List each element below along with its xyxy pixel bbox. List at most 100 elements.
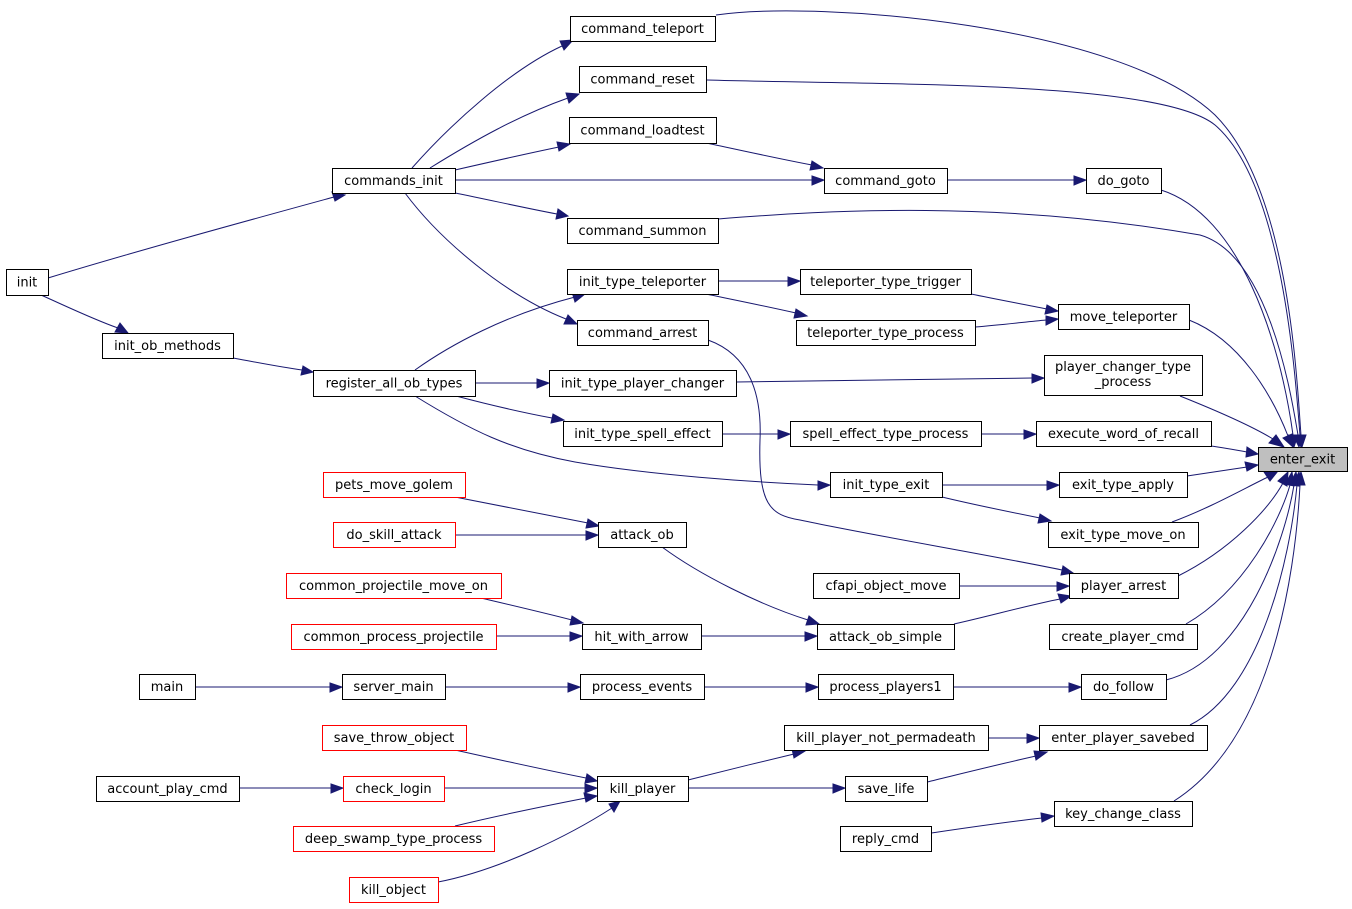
node-check-login[interactable]: check_login xyxy=(343,776,445,802)
node-init-ob-methods[interactable]: init_ob_methods xyxy=(102,333,234,359)
node-label: move_teleporter xyxy=(1070,310,1178,325)
node-box xyxy=(577,320,709,346)
node-init-type-spell-effect[interactable]: init_type_spell_effect xyxy=(563,421,723,447)
edge-line xyxy=(1177,482,1284,577)
node-hit-with-arrow[interactable]: hit_with_arrow xyxy=(582,624,702,650)
node-box xyxy=(1086,168,1162,194)
node-save-life[interactable]: save_life xyxy=(845,776,928,802)
edge-command-loadtest-to-command-goto xyxy=(705,142,825,171)
node-kill-object[interactable]: kill_object xyxy=(349,877,439,903)
edge-init-ob-methods-to-register-all-ob-types xyxy=(232,357,315,376)
arrowhead-icon xyxy=(1263,470,1280,482)
edge-register-all-ob-types-to-init-type-spell-effect xyxy=(455,395,566,424)
node-process-players1[interactable]: process_players1 xyxy=(818,674,954,700)
node-key-change-class[interactable]: key_change_class xyxy=(1054,801,1193,827)
node-common-projectile-move-on[interactable]: common_projectile_move_on xyxy=(286,573,502,599)
node-label: init_type_player_changer xyxy=(561,377,725,392)
node-enter-exit[interactable]: enter_exit xyxy=(1258,447,1348,472)
arrowhead-icon xyxy=(1057,593,1073,604)
node-label: do_follow xyxy=(1093,680,1154,695)
node-teleporter-type-process[interactable]: teleporter_type_process xyxy=(796,320,976,346)
node-pets-move-golem[interactable]: pets_move_golem xyxy=(323,472,466,498)
node-label: save_life xyxy=(858,782,915,797)
node-box xyxy=(813,573,960,599)
node-spell-effect-type-process[interactable]: spell_effect_type_process xyxy=(790,421,982,447)
node-command-loadtest[interactable]: command_loadtest xyxy=(569,117,717,144)
arrowhead-icon xyxy=(1031,373,1046,384)
node-server-main[interactable]: server_main xyxy=(342,674,446,700)
node-attack-ob-simple[interactable]: attack_ob_simple xyxy=(817,624,955,650)
node-cfapi-object-move[interactable]: cfapi_object_move xyxy=(813,573,960,599)
node-account-play-cmd[interactable]: account_play_cmd xyxy=(96,776,240,802)
node-command-arrest[interactable]: command_arrest xyxy=(577,320,709,346)
node-player-arrest[interactable]: player_arrest xyxy=(1069,573,1179,599)
node-exit-type-move-on[interactable]: exit_type_move_on xyxy=(1048,522,1199,548)
node-init-type-player-changer[interactable]: init_type_player_changer xyxy=(549,370,737,397)
arrowhead-icon xyxy=(805,682,820,693)
node-init-type-teleporter[interactable]: init_type_teleporter xyxy=(567,269,719,295)
node-init[interactable]: init xyxy=(6,269,49,296)
node-reply-cmd[interactable]: reply_cmd xyxy=(840,826,932,852)
node-box xyxy=(580,674,705,700)
node-commands-init[interactable]: commands_init xyxy=(332,168,456,194)
node-attack-ob[interactable]: attack_ob xyxy=(598,522,687,548)
arrowhead-icon xyxy=(585,518,601,529)
edge-line xyxy=(437,807,613,883)
arrowhead-icon xyxy=(555,208,570,220)
node-teleporter-type-trigger[interactable]: teleporter_type_trigger xyxy=(800,269,972,295)
node-label: exit_type_apply xyxy=(1072,478,1174,493)
edge-line xyxy=(953,598,1061,625)
node-box xyxy=(1054,801,1193,827)
node-kill-player-not-permadeath[interactable]: kill_player_not_permadeath xyxy=(784,725,989,751)
edge-init-type-teleporter-to-teleporter-type-process xyxy=(705,293,809,319)
node-label: kill_player xyxy=(610,782,676,797)
node-move-teleporter[interactable]: move_teleporter xyxy=(1058,304,1190,330)
node-label: do_skill_attack xyxy=(346,528,442,543)
edge-register-all-ob-types-to-init-type-player-changer xyxy=(475,378,551,389)
edge-line xyxy=(1210,445,1248,453)
node-do-follow[interactable]: do_follow xyxy=(1081,674,1167,700)
arrowhead-icon xyxy=(329,682,344,693)
edge-line xyxy=(40,294,119,329)
arrowhead-icon xyxy=(584,773,599,784)
edge-register-all-ob-types-to-init-type-teleporter xyxy=(414,291,587,371)
edge-kill-player-not-permadeath-to-enter-player-savebed xyxy=(988,733,1041,744)
node-execute-word-of-recall[interactable]: execute_word_of_recall xyxy=(1036,421,1212,447)
edge-command-arrest-to-player-arrest xyxy=(707,339,1075,576)
arrowhead-icon xyxy=(330,783,345,794)
node-create-player-cmd[interactable]: create_player_cmd xyxy=(1049,624,1198,650)
arrowhead-icon xyxy=(559,39,575,51)
node-box xyxy=(582,624,702,650)
node-exit-type-apply[interactable]: exit_type_apply xyxy=(1059,472,1188,498)
node-box xyxy=(549,370,737,397)
node-register-all-ob-types[interactable]: register_all_ob_types xyxy=(313,370,476,397)
node-do-skill-attack[interactable]: do_skill_attack xyxy=(333,522,456,548)
edge-process-players1-to-do-follow xyxy=(953,682,1083,693)
node-process-events[interactable]: process_events xyxy=(580,674,705,700)
node-main[interactable]: main xyxy=(139,674,196,700)
node-command-goto[interactable]: command_goto xyxy=(824,168,948,194)
edge-line xyxy=(707,339,1063,571)
edge-kill-player-to-kill-player-not-permadeath xyxy=(687,748,807,781)
arrowhead-icon xyxy=(569,631,584,642)
node-deep-swamp-type-process[interactable]: deep_swamp_type_process xyxy=(293,826,495,852)
node-do-goto[interactable]: do_goto xyxy=(1086,168,1162,194)
edge-line xyxy=(455,395,553,419)
node-player-changer-type-process[interactable]: player_changer_type_process xyxy=(1044,355,1203,396)
node-command-reset[interactable]: command_reset xyxy=(579,66,707,93)
edge-init-to-commands-init xyxy=(47,191,347,279)
node-save-throw-object[interactable]: save_throw_object xyxy=(322,725,467,751)
node-box xyxy=(824,168,948,194)
node-label: init_type_exit xyxy=(843,478,930,493)
node-command-teleport[interactable]: command_teleport xyxy=(570,16,716,42)
node-common-process-projectile[interactable]: common_process_projectile xyxy=(291,624,497,650)
arrowhead-icon xyxy=(584,783,599,794)
arrowhead-icon xyxy=(1244,461,1260,472)
edge-line xyxy=(735,377,1033,383)
node-command-summon[interactable]: command_summon xyxy=(567,218,719,244)
node-enter-player-savebed[interactable]: enter_player_savebed xyxy=(1039,725,1208,751)
arrowhead-icon xyxy=(563,314,579,325)
node-init-type-exit[interactable]: init_type_exit xyxy=(830,472,943,498)
edge-line xyxy=(687,753,795,781)
node-kill-player[interactable]: kill_player xyxy=(597,776,689,802)
